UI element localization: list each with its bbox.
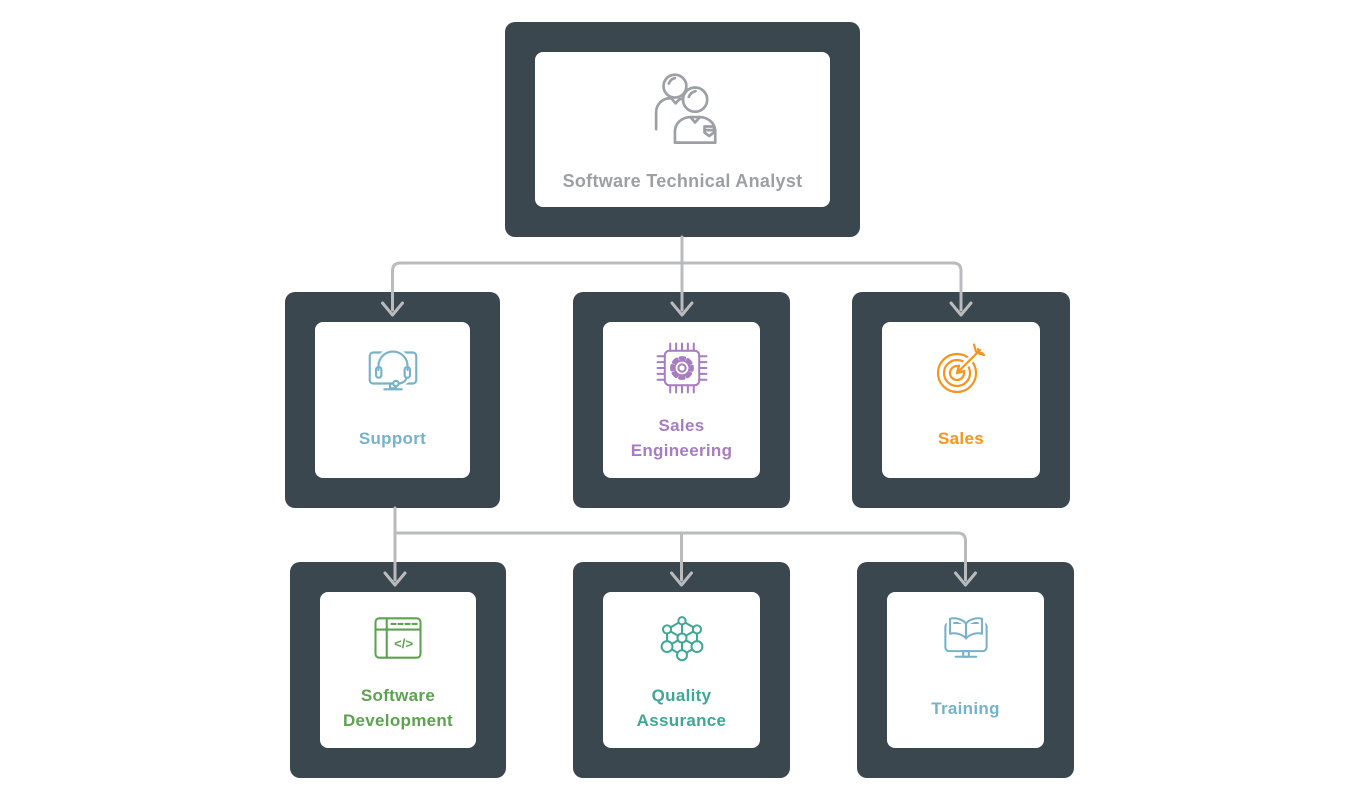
code-window-icon: </> (320, 592, 476, 670)
label-area: Sales (882, 400, 1040, 478)
label-area: Sales Engineering (603, 400, 760, 478)
node-card: Support (315, 322, 470, 478)
node-software-development: </> Software Development (290, 562, 506, 778)
label-area: Support (315, 400, 470, 478)
node-quality-assurance: Quality Assurance (573, 562, 790, 778)
target-arrow-icon (882, 322, 1040, 400)
svg-text:</>: </> (394, 636, 413, 651)
label-area: Quality Assurance (603, 670, 760, 748)
node-label: Training (931, 698, 1000, 718)
node-label: Quality Assurance (636, 686, 727, 730)
headset-monitor-icon (315, 322, 470, 400)
node-training: Training (857, 562, 1074, 778)
node-label: Support (358, 428, 427, 448)
network-nodes-icon (603, 592, 760, 670)
node-sales: Sales (852, 292, 1070, 508)
node-card: Sales Engineering (603, 322, 760, 478)
node-card: Quality Assurance (603, 592, 760, 748)
node-card: Software Technical Analyst (535, 52, 830, 207)
node-sales-engineering: Sales Engineering (573, 292, 790, 508)
chip-gear-icon (603, 322, 760, 400)
node-card: Sales (882, 322, 1040, 478)
team-icon (535, 52, 830, 156)
node-card: </> Software Development (320, 592, 476, 748)
node-label: Software Development (342, 686, 454, 730)
node-software-technical-analyst: Software Technical Analyst (505, 22, 860, 237)
node-label: Sales (938, 428, 984, 448)
node-support: Support (285, 292, 500, 508)
label-area: Software Technical Analyst (535, 156, 830, 207)
label-area: Training (887, 670, 1044, 748)
label-area: Software Development (320, 670, 476, 748)
node-label: Sales Engineering (630, 416, 733, 460)
node-label: Software Technical Analyst (562, 171, 803, 192)
node-card: Training (887, 592, 1044, 748)
book-monitor-icon (887, 592, 1044, 670)
